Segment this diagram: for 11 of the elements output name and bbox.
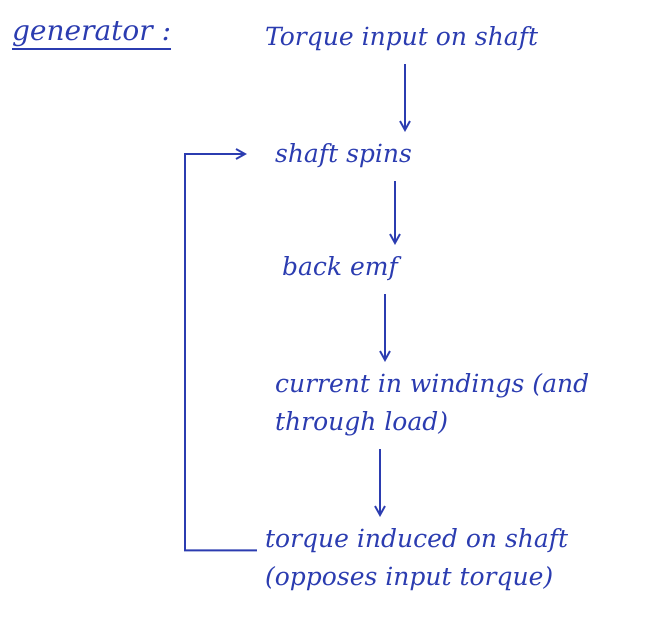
diagram-title: generator : <box>12 14 172 47</box>
step-text: back emf <box>282 248 452 286</box>
arrow <box>389 181 401 244</box>
step-text: current in windings (and through load) <box>275 365 615 441</box>
arrow <box>379 294 391 361</box>
step-text: Torque input on shaft <box>265 18 635 56</box>
arrow <box>184 148 257 552</box>
arrow <box>374 449 386 516</box>
step-text: shaft spins <box>275 135 495 173</box>
step-text: torque induced on shaft (opposes input torque) <box>265 520 650 596</box>
arrow <box>399 64 411 131</box>
